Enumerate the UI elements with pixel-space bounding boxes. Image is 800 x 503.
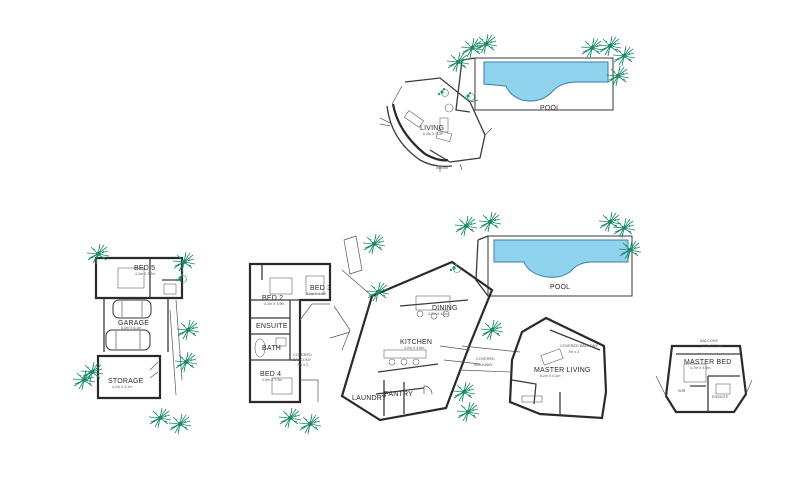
wir-label: WIR — [678, 389, 686, 393]
garage-label: GARAGE — [118, 320, 149, 327]
laundry-label: LAUNDRY — [352, 395, 387, 402]
upper-living-label: LIVING — [420, 125, 444, 132]
palm-icon — [478, 211, 502, 233]
lower-pool-label: POOL — [550, 284, 570, 291]
bed4-size: 4.3m X 3.9m — [262, 378, 282, 382]
master-bed-label: MASTER BED — [684, 359, 732, 366]
upper-pool-water — [483, 61, 609, 102]
ensuite-label: ENSUITE — [256, 323, 288, 330]
palm-icon — [362, 233, 386, 255]
upper-level: POOL LIVING 6.3m X 5.2m — [379, 33, 636, 172]
covered-walkway-line1: COVERED — [476, 357, 495, 361]
covered-walkway-line2: WALKWAY — [474, 363, 493, 367]
kitchen-size: 4.2m X 4.6m — [404, 346, 424, 350]
covered-balcony-left-line3: 7m x 2 — [297, 363, 308, 367]
balcony-label: BALCONY — [700, 339, 719, 343]
palm-icon — [446, 51, 470, 73]
garage-size: 6.3m X 8.1m — [121, 326, 141, 330]
master-bed-wing: BALCONY 4.2m X 1.4m MASTER BED 4.7m X 4.… — [655, 339, 753, 414]
palm-icon — [298, 413, 322, 435]
palm-icon — [148, 407, 172, 429]
storage-size: 4.2m X 4.2m — [112, 385, 132, 389]
bath-label: BATH — [262, 345, 281, 352]
palm-icon — [612, 45, 636, 67]
dining-label: DINING — [432, 305, 458, 312]
covered-balcony-right-line2: 7m x 2 — [568, 350, 579, 354]
bed3-label: BED 3 — [310, 285, 331, 292]
master-living-label: MASTER LIVING — [534, 367, 591, 374]
upper-pool: POOL — [455, 57, 614, 113]
palm-icon — [612, 217, 636, 239]
bed5-label: BED 5 — [134, 265, 155, 272]
dining-size: 4.3m X 4.2m — [428, 312, 448, 316]
master-living-size: 6.2m X 5.1m — [540, 374, 560, 378]
master-living-wing: MASTER LIVING 6.2m X 5.1m COVERED BALCON… — [508, 316, 608, 420]
covered-balcony-left-line2: BALCONY — [293, 358, 312, 362]
bed5-size: 4.3m X 3.7m — [135, 272, 155, 276]
palm-icon — [580, 37, 604, 59]
covered-balcony-right-line1: COVERED BALCONY — [560, 344, 598, 348]
lower-level: POOL BED 5 4.3m X 3.7m GARAGE 6.3m X 8.1… — [72, 211, 753, 435]
garage-wing: BED 5 4.3m X 3.7m GARAGE 6.3m X 8.1m STO… — [94, 256, 184, 400]
kitchen-label: KITCHEN — [400, 339, 432, 346]
upper-pool-label: POOL — [540, 105, 560, 112]
palm-icon — [174, 351, 198, 373]
palm-icon — [452, 381, 476, 403]
bed3-size: 3.1m X 4.3m — [306, 292, 326, 296]
palm-icon — [456, 401, 480, 423]
upper-living-size: 6.3m X 5.2m — [423, 132, 443, 136]
bed2-label: BED 2 — [262, 295, 283, 302]
palm-icon — [172, 251, 196, 273]
bush-icon — [449, 263, 461, 273]
palm-icon — [278, 407, 302, 429]
kitchen-dining: DINING 4.3m X 4.2m KITCHEN 4.2m X 4.6m L… — [329, 235, 494, 422]
master-bed-size: 4.7m X 4.9m — [690, 366, 710, 370]
covered-balcony-left-line1: COVERED — [293, 353, 312, 357]
palm-icon — [598, 35, 622, 57]
palm-icon — [168, 413, 192, 435]
pantry-label: PANTRY — [384, 391, 413, 398]
bed4-label: BED 4 — [260, 371, 281, 378]
ensuite-master-label: ENSUITE — [712, 395, 729, 399]
storage-label: STORAGE — [108, 378, 144, 385]
palm-icon — [176, 319, 200, 341]
bedroom-wing: BED 2 4.3m X 3.9m BED 3 3.1m X 4.3m ENSU… — [248, 262, 332, 404]
balcony-size: 4.2m X 1.4m — [702, 344, 722, 348]
upper-living: LIVING 6.3m X 5.2m — [379, 77, 493, 172]
lower-pool-water — [493, 239, 629, 278]
palm-icon — [86, 243, 110, 265]
lower-pool: POOL — [475, 235, 633, 297]
palm-icon — [454, 215, 478, 237]
bed2-size: 4.3m X 3.9m — [264, 302, 284, 306]
palm-icon — [480, 319, 504, 341]
palm-icon — [474, 33, 498, 55]
